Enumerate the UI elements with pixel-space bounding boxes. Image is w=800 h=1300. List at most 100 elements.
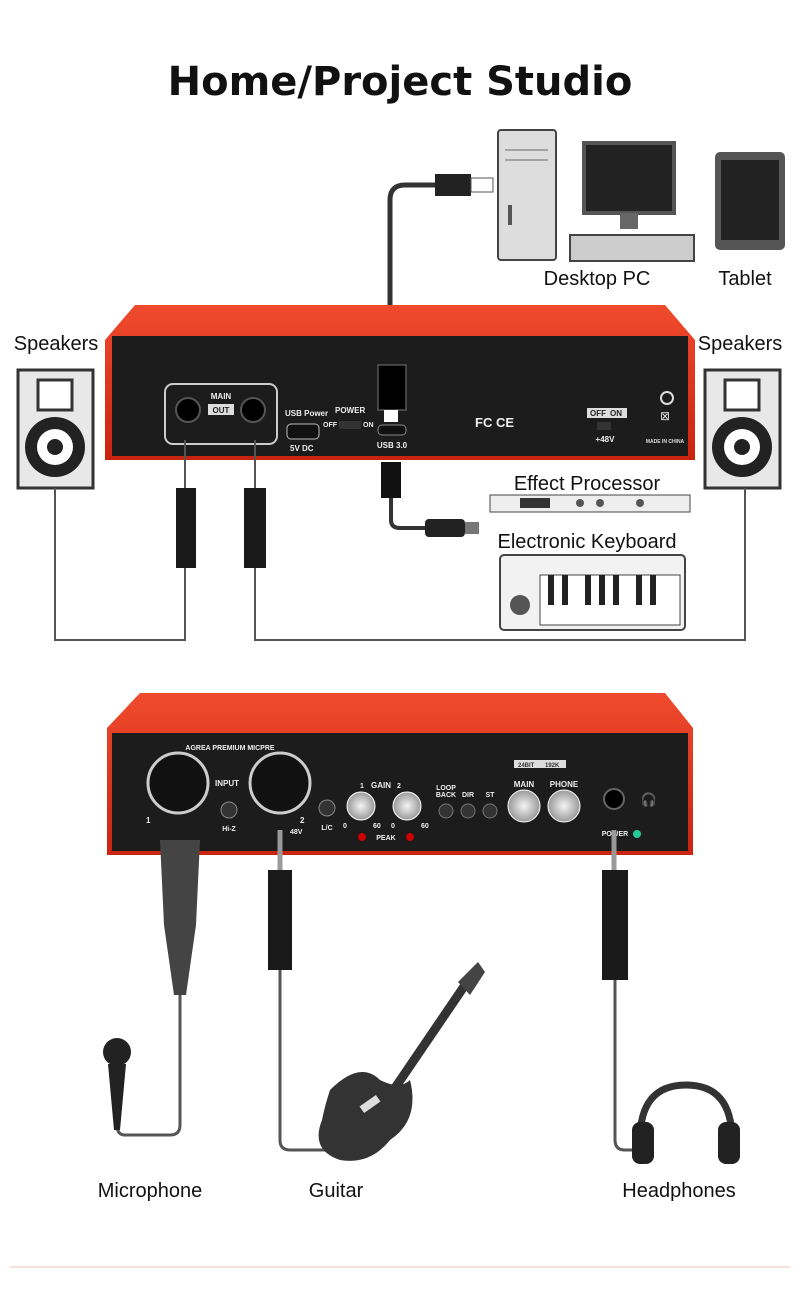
phantom-switch-label (587, 408, 627, 418)
label-5v-dc: 5V DC (290, 444, 314, 453)
lc-button[interactable] (318, 799, 336, 817)
label-ch1: 1 (146, 816, 151, 825)
power-led (633, 830, 641, 838)
guitar-icon (318, 962, 485, 1161)
label-main: MAIN (211, 392, 232, 401)
midi-tip (465, 522, 479, 534)
hiz-button[interactable] (220, 801, 238, 819)
gain-knob-2[interactable] (392, 791, 422, 821)
label-power: POWER (335, 406, 365, 415)
usb-cable (387, 182, 435, 365)
main-volume-knob[interactable] (507, 789, 541, 823)
loopback-button[interactable] (438, 803, 454, 819)
usb-plug-tip (470, 177, 494, 193)
speaker-right-icon (703, 368, 782, 490)
label-back: BACK (436, 792, 456, 799)
ground-icon (660, 391, 674, 405)
label-phone: PHONE (550, 780, 579, 789)
label-48v: +48V (596, 435, 616, 444)
label-gain1-min: 0 (343, 823, 347, 830)
midi-cable (389, 498, 425, 530)
headphone-jack (603, 788, 625, 810)
combo-input-1[interactable] (146, 751, 210, 815)
label-gain: GAIN (371, 781, 391, 790)
label-24bit: 24BIT (518, 763, 535, 769)
headphone-cable (613, 980, 640, 1152)
label-made-in: MADE IN CHINA (646, 439, 685, 445)
label-gain1-max: 60 (373, 823, 381, 830)
effect-processor-icon (489, 494, 691, 513)
jack-plug-right (244, 488, 266, 568)
label-speakers-right: Speakers (698, 333, 783, 355)
peak-led-1 (358, 833, 366, 841)
main-out-frame (164, 383, 278, 445)
desktop-pc-icon (497, 129, 695, 262)
cert-marks: FC CE (475, 415, 514, 430)
out-badge (208, 404, 234, 415)
label-gain2-max: 60 (421, 823, 429, 830)
label-peak: PEAK (376, 835, 395, 842)
st-button[interactable] (482, 803, 498, 819)
label-input: INPUT (215, 779, 239, 788)
headphone-jack-plug (602, 870, 628, 980)
label-hiz: Hi-Z (222, 826, 236, 833)
power-switch[interactable] (339, 421, 361, 429)
spec-badge (514, 760, 566, 768)
usb3-plug (377, 364, 407, 411)
xlr-plug (160, 840, 200, 995)
label-power-off: OFF (323, 422, 338, 429)
guitar-cable (278, 970, 340, 1152)
label-power-on: ON (363, 422, 374, 429)
headphones-icon (632, 1081, 740, 1164)
headphone-icon: 🎧 (641, 792, 657, 807)
midi-connector (425, 519, 465, 537)
label-ch2: 2 (300, 816, 305, 825)
label-loop: LOOP (436, 785, 456, 792)
gain-knob-1[interactable] (346, 791, 376, 821)
midi-plug (381, 462, 401, 498)
main-out-jack-l (175, 397, 201, 423)
usb3-port (377, 424, 407, 436)
label-speakers-left: Speakers (14, 333, 99, 355)
label-192k: 192K (545, 763, 560, 769)
main-out-jack-r (240, 397, 266, 423)
label-desktop-pc: Desktop PC (544, 268, 651, 290)
guitar-jack-plug (268, 870, 292, 970)
usb3-plug-tip (384, 410, 398, 422)
peak-led-2 (406, 833, 414, 841)
label-lc: L/C (321, 825, 332, 832)
keyboard-icon (499, 554, 686, 631)
label-phantom-on: ON (610, 409, 622, 418)
jack-plug-left (176, 488, 196, 568)
label-guitar: Guitar (309, 1180, 364, 1202)
dir-button[interactable] (460, 803, 476, 819)
label-headphones: Headphones (622, 1180, 735, 1202)
label-microphone: Microphone (98, 1180, 203, 1202)
label-gain2-min: 0 (391, 823, 395, 830)
combo-input-2[interactable] (248, 751, 312, 815)
usb-plug (435, 174, 471, 196)
mic-cable (115, 995, 182, 1137)
label-brand: AGREA PREMIUM MICPRE (185, 745, 275, 752)
label-phantom-off: OFF (590, 409, 606, 418)
label-usb-power: USB Power (285, 409, 328, 418)
phantom-switch[interactable] (597, 422, 611, 430)
usb-c-power-port (286, 423, 320, 440)
label-main-front: MAIN (514, 780, 535, 789)
weee-icon: ⊠ (660, 409, 670, 423)
label-usb3: USB 3.0 (377, 441, 408, 450)
page-title: Home/Project Studio (168, 59, 633, 105)
label-gain-1: 1 (360, 783, 364, 790)
label-gain-2: 2 (397, 783, 401, 790)
label-48v-front: 48V (290, 829, 303, 836)
speaker-left-icon (16, 368, 95, 490)
label-dir: DIR (462, 792, 474, 799)
label-electronic-keyboard: Electronic Keyboard (498, 531, 677, 553)
label-st: ST (486, 792, 496, 799)
phone-volume-knob[interactable] (547, 789, 581, 823)
label-effect-processor: Effect Processor (514, 473, 661, 495)
tablet-icon (715, 152, 785, 250)
label-out: OUT (213, 406, 230, 415)
